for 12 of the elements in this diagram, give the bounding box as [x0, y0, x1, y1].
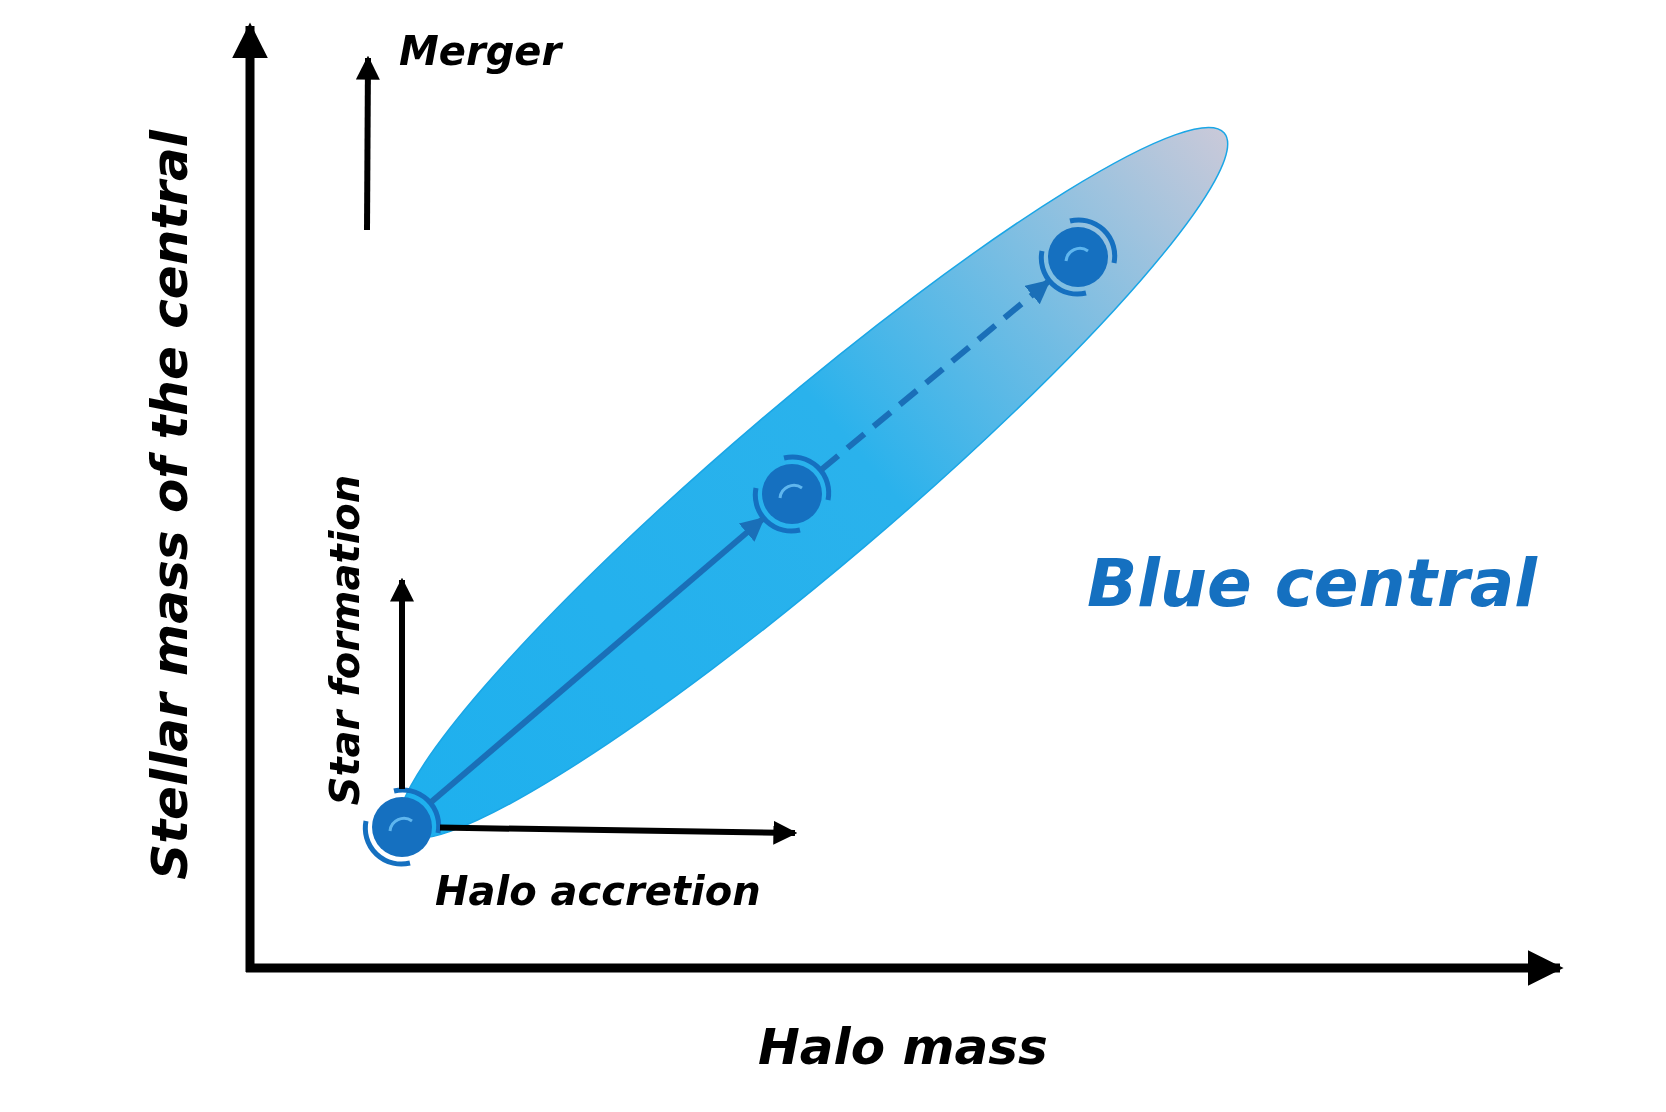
arrow [439, 820, 798, 845]
galaxy-icon [362, 787, 442, 867]
arrow [819, 278, 1051, 473]
arrow [428, 516, 766, 805]
arrow [390, 577, 414, 789]
galaxy-icon [1038, 217, 1118, 297]
axis-title: Halo mass [758, 1022, 1048, 1072]
galaxy-icon [752, 454, 832, 534]
edge-label: Halo accretion [435, 871, 761, 911]
axis-title: Stellar mass of the central [144, 130, 195, 880]
region-label: Blue central [1087, 551, 1537, 617]
edge-label: Star formation [324, 474, 365, 806]
